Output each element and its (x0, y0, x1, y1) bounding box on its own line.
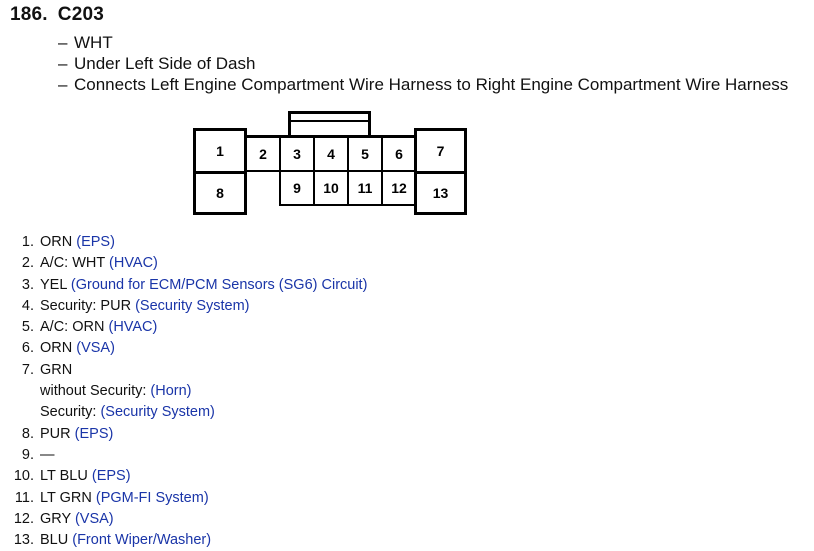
circuit-link[interactable]: (EPS) (74, 425, 114, 442)
circuit-link[interactable]: (EPS) (91, 468, 131, 485)
list-subitem: without Security: (Horn) (40, 383, 192, 400)
pin-cell-10: 10 (313, 170, 349, 206)
detail-location: –Under Left Side of Dash (58, 54, 256, 73)
circuit-link[interactable]: (VSA) (74, 510, 114, 527)
list-item: 12.GRY (VSA) (13, 510, 114, 527)
pin-cell-13: 13 (414, 171, 467, 215)
pin-list: 1.ORN (EPS) 2.A/C: WHT (HVAC) 3.YEL (Gro… (0, 232, 368, 551)
circuit-link[interactable]: (Horn) (150, 383, 192, 400)
list-item: 6.ORN (VSA) (21, 340, 115, 357)
circuit-link[interactable]: (HVAC) (109, 255, 158, 272)
list-item: 11.LT GRN (PGM-FI System) (14, 489, 209, 506)
page-title: 186. C203 (10, 4, 104, 26)
detail-color: –WHT (58, 33, 113, 52)
circuit-link[interactable]: (HVAC) (108, 319, 158, 336)
circuit-link[interactable]: (Security System) (135, 297, 250, 314)
list-item: 2.A/C: WHT (HVAC) (21, 255, 158, 272)
pin-cell-12: 12 (381, 170, 417, 206)
pin-cell-1: 1 (193, 128, 247, 174)
pin-cell-9: 9 (279, 170, 315, 206)
list-item: 9.— (21, 446, 55, 463)
pin-cell-2: 2 (245, 136, 281, 172)
connector-lock-tab-line (291, 120, 368, 122)
circuit-link[interactable]: (Ground for ECM/PCM Sensors (SG6) Circui… (70, 276, 368, 293)
connector-lock-tab (288, 111, 371, 139)
list-item: 4.Security: PUR (Security System) (21, 297, 250, 314)
list-item: 7.GRN (21, 361, 73, 378)
pin-cell-11: 11 (347, 170, 383, 206)
connector-id: C203 (57, 4, 105, 25)
list-item: 1.ORN (EPS) (21, 234, 115, 250)
list-item: 8.PUR (EPS) (21, 425, 114, 442)
pin-cell-3: 3 (279, 136, 315, 172)
list-item: 13.BLU (Front Wiper/Washer) (13, 532, 212, 549)
circuit-link[interactable]: (Security System) (100, 404, 215, 421)
pin-cell-6: 6 (381, 136, 417, 172)
list-item: 5.A/C: ORN (HVAC) (21, 319, 158, 336)
pin-cell-7: 7 (414, 128, 467, 174)
pin-cell-8: 8 (193, 171, 247, 215)
circuit-link[interactable]: (PGM-FI System) (95, 489, 209, 506)
connector-details: –WHT –Under Left Side of Dash –Connects … (58, 32, 788, 95)
connector-body (244, 135, 416, 206)
circuit-link[interactable]: (Front Wiper/Washer) (72, 532, 212, 549)
section-number: 186. (10, 4, 48, 25)
pin-cell-4: 4 (313, 136, 349, 172)
list-subitem: Security: (Security System) (40, 404, 215, 421)
list-item: 10.LT BLU (EPS) (13, 468, 131, 485)
detail-connection: –Connects Left Engine Compartment Wire H… (58, 75, 789, 94)
circuit-link[interactable]: (EPS) (76, 234, 115, 250)
list-item: 3.YEL (Ground for ECM/PCM Sensors (SG6) … (21, 276, 368, 293)
circuit-link[interactable]: (VSA) (76, 340, 115, 357)
pin-cell-5: 5 (347, 136, 383, 172)
